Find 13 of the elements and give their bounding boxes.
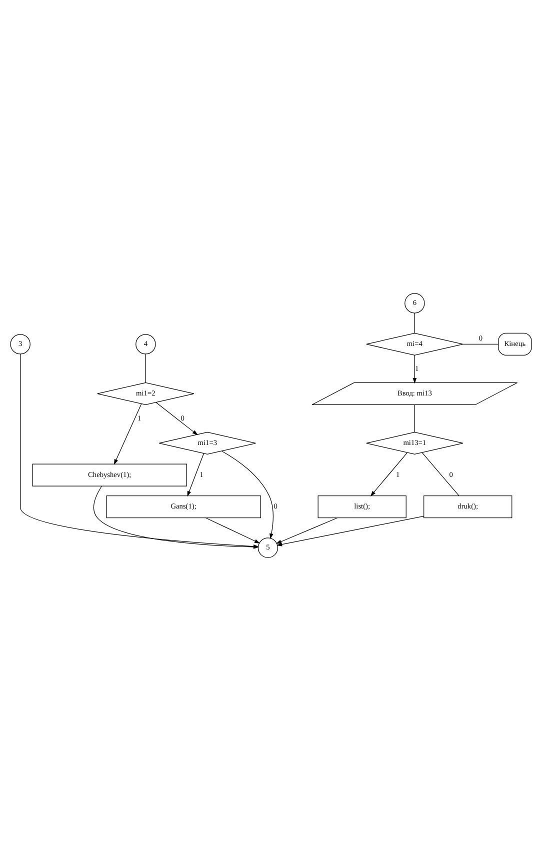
- arrow: [370, 452, 408, 496]
- arrow: [222, 450, 274, 540]
- connector: [414, 404, 415, 432]
- connector: [145, 354, 146, 383]
- arrow: [276, 516, 424, 546]
- arrow: [412, 354, 417, 384]
- arrow: [276, 518, 338, 544]
- arrow: [187, 453, 204, 497]
- connector: [422, 452, 460, 496]
- arrow: [156, 402, 198, 436]
- connector: [414, 312, 415, 334]
- arrow: [114, 404, 142, 465]
- arrow: [205, 518, 260, 544]
